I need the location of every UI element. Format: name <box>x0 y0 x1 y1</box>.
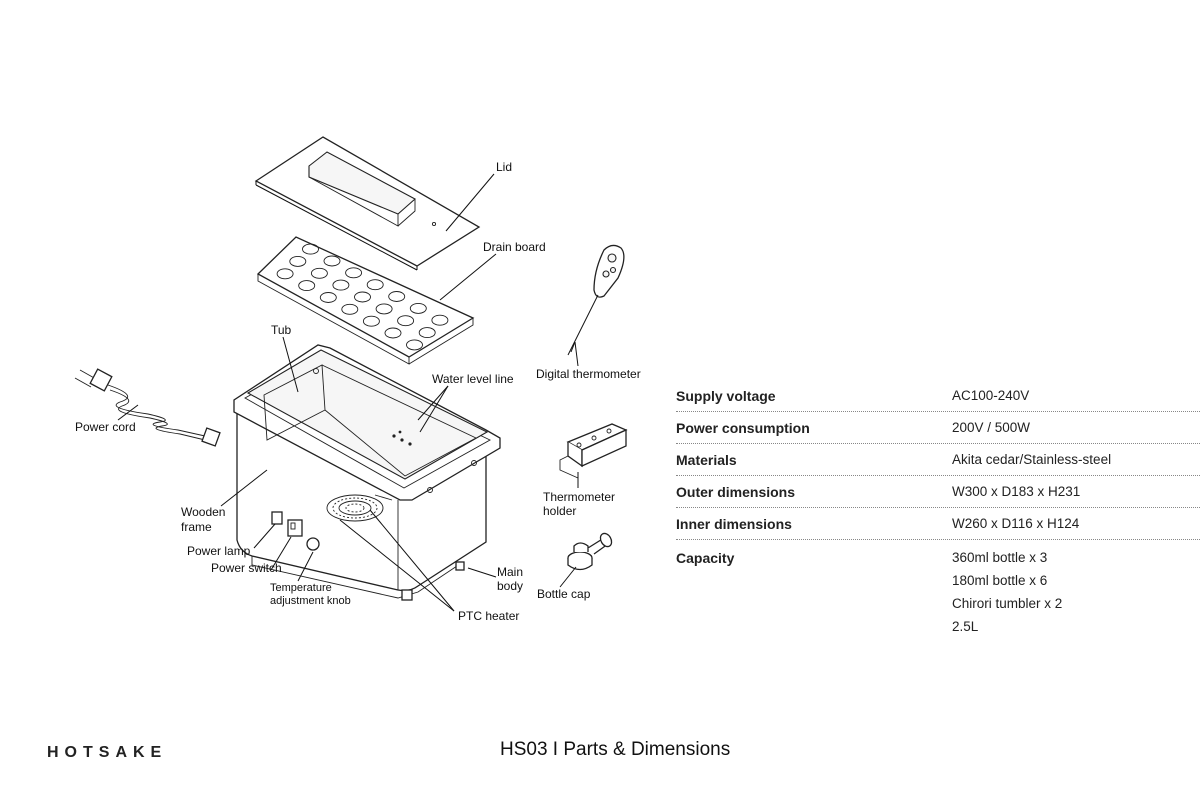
drain-hole <box>406 339 423 351</box>
drain-hole <box>354 291 371 303</box>
capacity-value: 360ml bottle x 3 <box>952 550 1048 565</box>
page-title: HS03 I Parts & Dimensions <box>500 739 731 760</box>
drain-hole <box>289 255 307 267</box>
capacity-value: 180ml bottle x 6 <box>952 573 1048 588</box>
spec-label: Inner dimensions <box>676 515 792 532</box>
bottle-cap-part <box>567 532 613 571</box>
label-tub: Tub <box>271 323 292 337</box>
label-ptc-heater: PTC heater <box>458 609 519 623</box>
label-power-lamp: Power lamp <box>187 544 251 558</box>
spec-value: Akita cedar/Stainless-steel <box>952 452 1112 467</box>
drain-hole <box>302 243 319 255</box>
label-power-cord: Power cord <box>75 420 136 434</box>
capacity-values: 360ml bottle x 3 180ml bottle x 6 Chiror… <box>952 546 1062 638</box>
label-drain-board: Drain board <box>483 240 546 254</box>
spec-row: Supply voltage AC100-240V <box>676 380 1200 412</box>
drain-hole <box>388 291 406 302</box>
spec-value: W260 x D116 x H124 <box>952 516 1080 531</box>
brand-logo: HOTSAKE <box>47 744 168 761</box>
spec-row-capacity: Capacity 360ml bottle x 3 180ml bottle x… <box>676 540 1200 638</box>
label-wooden-frame-2: frame <box>181 520 212 534</box>
spec-value: AC100-240V <box>952 388 1030 403</box>
spec-value: W300 x D183 x H231 <box>952 484 1081 499</box>
spec-label: Outer dimensions <box>676 483 796 500</box>
diagram-labels: Lid Drain board Tub Water level line Dig… <box>75 160 641 623</box>
spec-row: Outer dimensions W300 x D183 x H231 <box>676 476 1200 508</box>
drain-hole <box>276 268 294 280</box>
label-water-level-line: Water level line <box>432 372 514 386</box>
drain-hole <box>375 303 393 315</box>
drain-hole <box>345 267 363 279</box>
drain-hole <box>362 315 380 327</box>
drain-hole <box>397 315 415 327</box>
capacity-value: Chirori tumbler x 2 <box>952 596 1063 611</box>
label-lid: Lid <box>496 160 512 174</box>
label-main-body-2: body <box>497 579 523 593</box>
drain-hole <box>384 327 402 339</box>
drain-hole <box>298 280 316 292</box>
label-main-body-1: Main <box>497 565 523 579</box>
drain-hole <box>366 279 384 291</box>
label-thermometer-holder-1: Thermometer <box>543 490 615 504</box>
main-body-part <box>233 344 501 601</box>
spec-row: Power consumption 200V / 500W <box>676 412 1200 444</box>
label-power-switch: Power switch <box>211 561 282 575</box>
leader-lines <box>117 173 579 612</box>
thermometer-holder-part <box>559 423 628 479</box>
label-digital-thermometer: Digital thermometer <box>536 367 641 381</box>
spec-label: Materials <box>676 451 737 468</box>
label-temp-knob-2: adjustment knob <box>270 595 351 607</box>
digital-thermometer-part <box>567 244 625 356</box>
label-bottle-cap: Bottle cap <box>537 587 591 601</box>
spec-label-capacity: Capacity <box>676 550 735 566</box>
drain-hole <box>418 327 436 339</box>
drain-hole <box>319 292 337 303</box>
spec-row: Inner dimensions W260 x D116 x H124 <box>676 508 1200 540</box>
specs-table: Supply voltage AC100-240V Power consumpt… <box>676 380 1200 638</box>
drain-hole <box>431 314 449 326</box>
capacity-value: 2.5L <box>952 619 979 634</box>
spec-row: Materials Akita cedar/Stainless-steel <box>676 444 1200 476</box>
drain-hole <box>409 302 427 314</box>
drain-board-part <box>256 236 475 365</box>
drain-hole <box>332 279 350 291</box>
label-temp-knob-1: Temperature <box>270 582 332 594</box>
drain-hole <box>310 267 328 279</box>
power-cord-part <box>74 368 221 447</box>
drain-hole <box>323 255 341 267</box>
drain-hole <box>341 303 359 315</box>
spec-label: Supply voltage <box>676 387 776 404</box>
spec-value: 200V / 500W <box>952 420 1031 435</box>
label-thermometer-holder-2: holder <box>543 504 576 518</box>
label-wooden-frame-1: Wooden <box>181 505 225 519</box>
spec-label: Power consumption <box>676 419 810 436</box>
lid-part <box>254 136 481 271</box>
